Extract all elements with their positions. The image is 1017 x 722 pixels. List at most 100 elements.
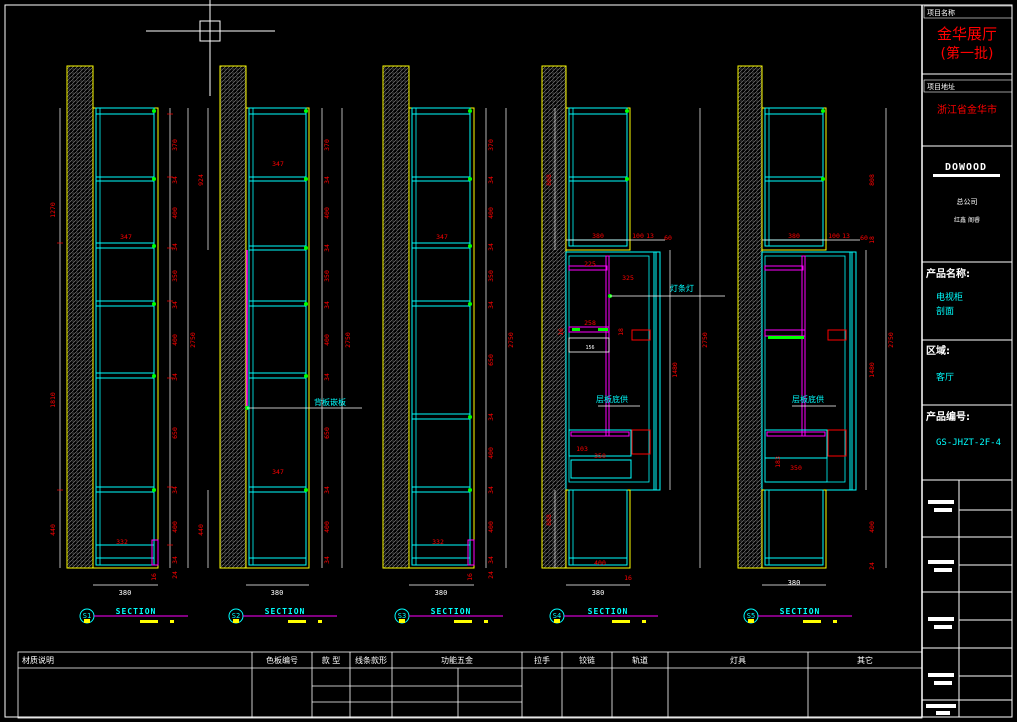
product-name-2: 剖面 xyxy=(936,305,954,317)
project-name-label: 项目名称 xyxy=(927,8,955,17)
s4-top-r3: 60 xyxy=(664,234,672,242)
s1-dim-6: 400 xyxy=(171,334,179,346)
s5-top-r3: 60 xyxy=(860,234,868,242)
s3-dim-9: 34 xyxy=(487,486,495,494)
header-hardware: 功能五金 xyxy=(441,655,473,665)
s3-bottom-width: 332 xyxy=(432,538,444,546)
s1-base-width: 380 xyxy=(119,589,132,597)
area-label: 区域: xyxy=(926,344,950,357)
s1-marker-square xyxy=(84,619,90,623)
s3-dim-10: 400 xyxy=(487,521,495,533)
s3-dim-4: 350 xyxy=(487,270,495,282)
s4-top-width: 380 xyxy=(592,232,604,240)
company-people: 红鑫 阁睿 xyxy=(954,216,980,224)
company-logo-underline xyxy=(933,174,1000,177)
header-style: 款 型 xyxy=(322,655,341,665)
shelf-support-annotation-2: 层板底供 xyxy=(792,394,824,404)
s3-section-label: SECTION xyxy=(431,607,472,616)
s2-dim-3: 34 xyxy=(323,244,331,252)
s3-scale-dot xyxy=(484,620,488,623)
s3-dim-mid: 650 xyxy=(487,354,495,366)
s2-dim-8: 650 xyxy=(323,427,331,439)
s2-dim-7: 34 xyxy=(323,373,331,381)
s3-dim-7: 34 xyxy=(487,413,495,421)
s1-scale-bar xyxy=(140,620,158,623)
s3-dim-3: 34 xyxy=(487,243,495,251)
s5-inner-e: 350 xyxy=(790,464,802,472)
s5-top-r2: 13 xyxy=(842,232,850,240)
project-location: 浙江省金华市 xyxy=(937,103,997,116)
project-location-label: 项目地址 xyxy=(927,82,955,91)
s4-left-mid: 16 xyxy=(557,328,565,336)
s4-marker-square xyxy=(554,619,560,623)
product-name-label: 产品名称: xyxy=(926,267,970,280)
product-name-1: 电视柜 xyxy=(936,291,963,303)
s1-side: 16 xyxy=(150,573,158,581)
s1-left-bot: 440 xyxy=(49,524,57,536)
s4-scale-bar xyxy=(612,620,630,623)
s4-dim-2: 1480 xyxy=(671,362,679,378)
sheet-border xyxy=(4,4,1013,718)
s2-marker-square xyxy=(233,619,239,623)
s2-left-bot: 440 xyxy=(197,524,205,536)
s2-scale-dot xyxy=(318,620,322,623)
company-logo: DOWOOD xyxy=(945,162,987,173)
s2-dim-9: 34 xyxy=(323,486,331,494)
s5-inner-f: 183 xyxy=(774,456,782,468)
s2-dim-5: 34 xyxy=(323,301,331,309)
s5-scale-dot xyxy=(833,620,837,623)
s4-section-label: SECTION xyxy=(588,607,629,616)
crosshair-cursor xyxy=(146,0,275,96)
s1-bottom-width: 332 xyxy=(116,538,128,546)
project-batch: (第一批) xyxy=(941,45,994,62)
s3-dim-0: 370 xyxy=(487,139,495,151)
product-code: GS-JHZT-2F-4 xyxy=(936,438,1001,448)
s1-total: 2750 xyxy=(189,332,197,348)
header-line-style: 线条款形 xyxy=(355,655,387,665)
s4-dim-1: 18 xyxy=(617,328,625,336)
s4-top-r: 100 xyxy=(632,232,644,240)
title-block xyxy=(922,5,1013,717)
s2-shelf-top: 347 xyxy=(272,160,284,168)
header-rail: 轨道 xyxy=(632,655,648,665)
s4-total: 2750 xyxy=(701,332,709,348)
shelf-support-annotation-1: 层板底供 xyxy=(596,394,628,404)
s4-side: 16 xyxy=(624,574,632,582)
s4-inner-e: 350 xyxy=(594,452,606,460)
s4-inner-d: 156 xyxy=(585,345,594,351)
s1-dim-1: 34 xyxy=(171,176,179,184)
s1-dim-7: 34 xyxy=(171,373,179,381)
s4-base-width: 380 xyxy=(592,589,605,597)
header-lighting: 灯具 xyxy=(730,655,746,665)
s3-dim-11: 34 xyxy=(487,556,495,564)
s1-dim-9: 34 xyxy=(171,486,179,494)
s2-base-width: 380 xyxy=(271,589,284,597)
s1-dim-4: 350 xyxy=(171,270,179,282)
s1-section-id: S1 xyxy=(83,612,91,620)
company-sub: 总公司 xyxy=(957,197,978,206)
s4-scale-dot xyxy=(642,620,646,623)
s1-left-top: 1270 xyxy=(49,202,57,218)
s2-dim-10: 400 xyxy=(323,521,331,533)
s2-shelf-bot: 347 xyxy=(272,468,284,476)
s1-dim-5: 34 xyxy=(171,301,179,309)
s4-inner-a: 225 xyxy=(584,260,596,268)
s5-top-width: 380 xyxy=(788,232,800,240)
section-s3: 370 34 400 34 350 34 650 34 400 34 400 3… xyxy=(382,65,515,624)
header-hinge: 铰链 xyxy=(579,655,595,665)
s2-dim-1: 34 xyxy=(323,176,331,184)
s3-base-width: 380 xyxy=(435,589,448,597)
s3-side: 16 xyxy=(466,573,474,581)
s1-dim-2: 400 xyxy=(171,207,179,219)
s1-foot: 24 xyxy=(171,571,179,579)
s5-total: 2750 xyxy=(887,332,895,348)
product-code-label: 产品编号: xyxy=(926,410,970,423)
s3-section-id: S3 xyxy=(398,612,406,620)
header-handle: 拉手 xyxy=(534,655,550,665)
header-color-code: 色板编号 xyxy=(266,655,298,665)
s5-marker-square xyxy=(748,619,754,623)
s3-dim-1: 34 xyxy=(487,176,495,184)
s4-dim-0: 808 xyxy=(545,174,553,186)
s4-inner-c: 258 xyxy=(584,319,596,327)
